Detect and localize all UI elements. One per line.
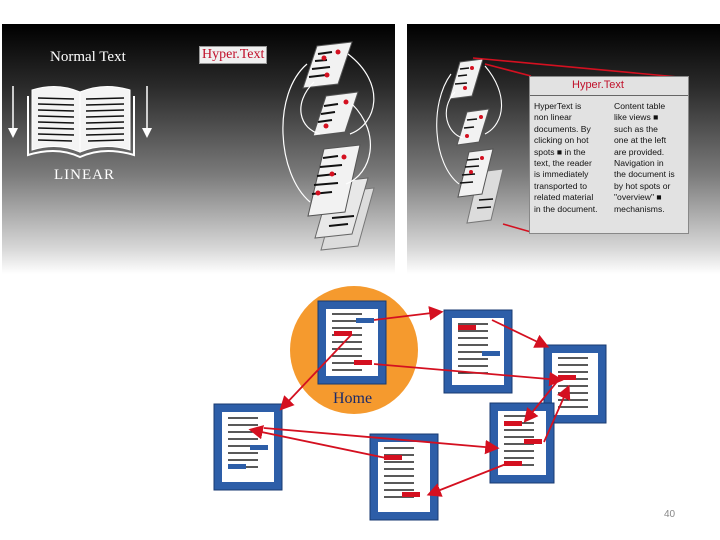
linear-arrow-left <box>8 86 18 138</box>
hypertext-page-stack <box>283 42 374 250</box>
document-node-lower-right <box>490 403 554 483</box>
hypertext-page-top <box>303 42 352 88</box>
linear-arrow-right <box>142 86 152 138</box>
home-document <box>318 301 386 384</box>
hypertext-explanation-panel: Hyper.Text HyperText is non linear docum… <box>407 24 720 274</box>
hypertext-mini-pages <box>437 59 503 223</box>
left-panel-graphics <box>2 24 395 274</box>
document-node-upper-right <box>444 310 512 393</box>
callout-divider <box>530 95 688 96</box>
page-number: 40 <box>664 509 675 520</box>
hypertext-page-middle <box>313 92 358 136</box>
network-link-arrows <box>252 312 568 494</box>
callout-left-column: HyperText is non linear documents. By cl… <box>534 101 598 215</box>
document-node-bottom-center <box>370 434 438 520</box>
document-node-far-right <box>544 345 606 423</box>
hypertext-callout-box: Hyper.Text HyperText is non linear docum… <box>529 76 689 234</box>
document-node-left <box>214 404 282 490</box>
open-book-icon <box>28 86 134 157</box>
normal-vs-hypertext-panel: Normal Text LINEAR Hyper.Text <box>2 24 395 274</box>
callout-right-column: Content table like views ■ such as the o… <box>614 101 675 215</box>
hypertext-page-bottom-stack <box>308 145 374 250</box>
callout-title: Hyper.Text <box>572 79 624 91</box>
home-label: Home <box>333 390 372 408</box>
